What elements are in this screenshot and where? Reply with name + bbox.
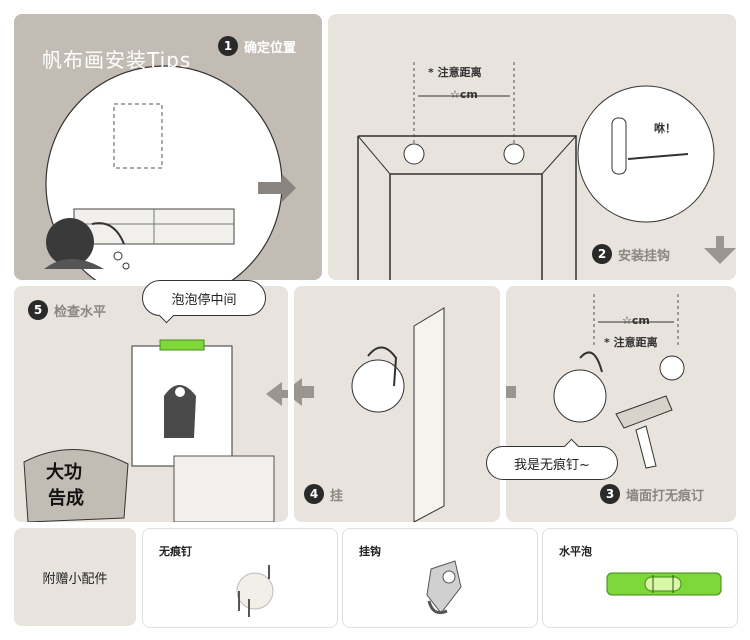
step-4-label: 4 挂 (304, 484, 343, 504)
step-1-label: 1 确定位置 (218, 36, 296, 56)
accessory-card-nail: 无痕钉 (142, 528, 338, 628)
step-5-label: 5 检查水平 (28, 300, 106, 320)
step-3-text: 墙面打无痕订 (626, 488, 705, 504)
step-3-number: 3 (600, 484, 620, 504)
speech-bubble-center: 泡泡停中间 (142, 280, 266, 316)
panel-step-4: 4 挂 (294, 286, 500, 522)
stamp-line-1: 大功 (46, 462, 82, 483)
exclaim-text: 咻！ (654, 122, 676, 135)
step-2-label: 2 安装挂钩 (592, 244, 670, 264)
accessory-label-hook: 挂钩 (359, 545, 381, 558)
panel-step-5: 5 检查水平 大功 告成 (14, 286, 288, 522)
step-1-number: 1 (218, 36, 238, 56)
accessory-label-nail: 无痕钉 (159, 545, 192, 558)
distance-note: * 注意距离 (428, 66, 482, 79)
nail-sketch (506, 294, 685, 469)
step-5-number: 5 (28, 300, 48, 320)
accessories-panel: 附赠小配件 (14, 528, 136, 626)
distance-unit: ☆cm (450, 88, 478, 101)
stamp-line-2: 告成 (48, 488, 84, 509)
hook-icon (426, 560, 462, 615)
page-title: 帆布画安装Tips (42, 48, 192, 72)
panel-step-2: * 注意距离 ☆cm 咻！ 2 安装挂钩 (328, 14, 736, 280)
spirit-level-icon (606, 572, 722, 596)
hook-install-sketch (357, 62, 736, 280)
hanging-sketch (294, 307, 445, 522)
accessory-card-hook: 挂钩 (342, 528, 538, 628)
step-4-text: 挂 (330, 488, 344, 504)
distance-note-2: * 注意距离 (604, 336, 658, 349)
accessory-label-level: 水平泡 (559, 545, 592, 558)
step-1-text: 确定位置 (244, 40, 297, 56)
step-5-text: 检查水平 (54, 304, 107, 320)
level-check-sketch (23, 339, 288, 522)
step-2-number: 2 (592, 244, 612, 264)
panel-step-1: 帆布画安装Tips 1 确定位置 (14, 14, 322, 280)
step-4-number: 4 (304, 484, 324, 504)
distance-unit-2: ☆cm (622, 314, 650, 327)
room-sketch (44, 65, 296, 280)
step-2-text: 安装挂钩 (618, 248, 671, 264)
speech-bubble-nail: 我是无痕钉~ (486, 446, 618, 480)
step-3-label: 3 墙面打无痕订 (600, 484, 704, 504)
panel-step-3: ☆cm * 注意距离 3 墙面打无痕订 (506, 286, 736, 522)
accessories-title: 附赠小配件 (42, 571, 108, 587)
nail-icon (236, 565, 274, 617)
accessory-card-level: 水平泡 (542, 528, 738, 628)
